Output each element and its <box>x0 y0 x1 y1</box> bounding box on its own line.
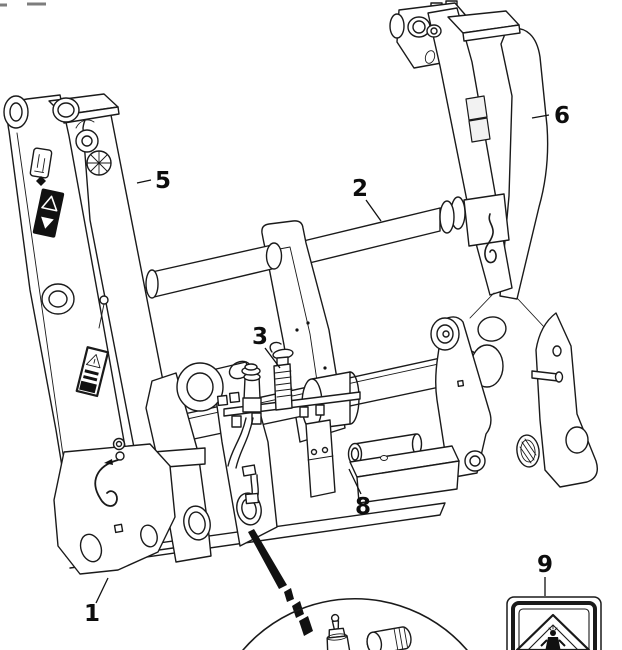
callout-8-label: 8 <box>355 494 371 520</box>
callout-2-label: 2 <box>352 176 368 202</box>
callout-3-label: 3 <box>252 324 268 350</box>
callout-9-label: 9 <box>537 552 553 578</box>
hoses <box>227 417 260 505</box>
grease-fitting <box>326 613 351 650</box>
hydraulic-couplers <box>216 341 361 505</box>
instruction-decal <box>29 147 53 179</box>
callout-6-label: 6 <box>554 103 570 129</box>
callout-1-label: 1 <box>84 601 100 627</box>
arm-reflector-decal <box>465 95 488 121</box>
callout-5-label: 5 <box>155 168 171 194</box>
hatched-slot <box>516 434 540 468</box>
pivot-boss <box>389 13 405 39</box>
coupler-left <box>228 360 262 413</box>
callout-3: 3 <box>252 324 281 369</box>
mount-bracket <box>305 419 336 498</box>
callout-2: 2 <box>352 176 382 222</box>
callout-1: 1 <box>84 577 109 627</box>
detail-leader <box>248 529 313 636</box>
right-shackle-plates <box>430 312 599 488</box>
mounting-plate <box>53 437 176 575</box>
corner-marks <box>0 2 46 7</box>
crush-warning-icon <box>75 346 110 398</box>
callout-5: 5 <box>136 168 171 194</box>
warning-triangle-icon <box>506 596 602 650</box>
cylinder-guard <box>347 433 460 504</box>
callout-8: 8 <box>348 468 371 520</box>
detail-circle <box>242 597 468 650</box>
callout-6: 6 <box>531 103 570 129</box>
s-hook <box>484 213 497 264</box>
callouts: 1 2 3 5 6 8 9 <box>84 103 570 627</box>
right-tower-arm <box>389 0 549 329</box>
callout-9: 9 <box>537 552 553 596</box>
locking-knob <box>75 119 112 176</box>
roller-pin <box>366 626 412 650</box>
hazard-chevron-icon <box>32 188 65 238</box>
lanyard-pin <box>94 437 126 507</box>
